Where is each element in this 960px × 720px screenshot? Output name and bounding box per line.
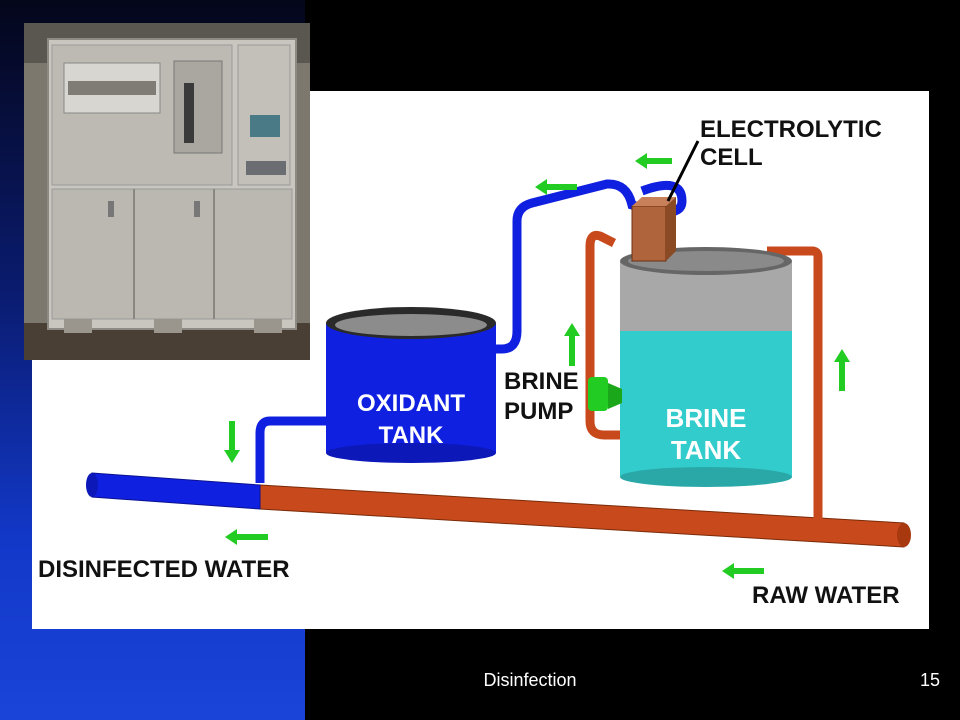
electrolytic-cell-box <box>631 197 676 262</box>
raw-water-main-pipe <box>259 484 911 548</box>
flow-arrows <box>224 153 850 579</box>
slide-footer-title: Disinfection <box>483 670 577 690</box>
oxidant-outlet-pipe <box>255 416 332 483</box>
arrow-left-top <box>535 179 577 195</box>
oxidant-feed-pipe <box>490 179 687 354</box>
brine-pump <box>588 377 622 411</box>
oxidant-tank-label-line1: OXIDANT <box>357 390 465 417</box>
brine-tank-label-line2: TANK <box>671 435 742 465</box>
oxidant-tank-label-line2: TANK <box>379 422 445 449</box>
electrolytic-cell-pointer <box>666 140 700 202</box>
electrolytic-cell-label-line1: ELECTROLYTIC <box>700 116 882 143</box>
electrolytic-system-diagram: ELECTROLYTIC CELL OXIDANT TANK BRINE PUM… <box>38 116 911 609</box>
arrow-left-disinfected <box>225 529 268 545</box>
electrolytic-cell-label-line2: CELL <box>700 144 763 171</box>
oxidant-tank <box>326 307 496 463</box>
arrow-left-raw <box>722 563 764 579</box>
disinfected-water-main-pipe <box>86 472 261 510</box>
brine-loop-pipe <box>585 231 620 440</box>
arrow-up-pump <box>564 323 580 366</box>
disinfected-water-label: DISINFECTED WATER <box>38 556 290 583</box>
arrow-left-cell <box>635 153 672 169</box>
slide-number: 15 <box>919 670 940 690</box>
raw-water-label: RAW WATER <box>752 582 900 609</box>
arrow-up-right <box>834 349 850 391</box>
brine-tank-label-line1: BRINE <box>666 403 747 433</box>
brine-pump-label-line2: PUMP <box>504 398 573 425</box>
generator-unit-photo <box>24 23 310 360</box>
raw-water-riser-pipe <box>767 246 823 519</box>
generator-unit-illustration <box>24 23 310 360</box>
brine-pump-label-line1: BRINE <box>504 368 579 395</box>
arrow-down-left <box>224 421 240 463</box>
